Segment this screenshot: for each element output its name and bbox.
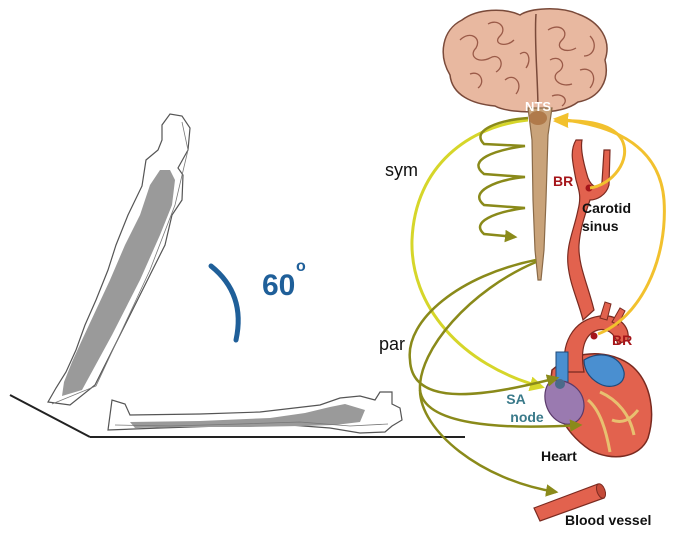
sa-node-label-1: SA [506, 391, 525, 407]
nts-label: NTS [525, 99, 551, 114]
efferent-path-vessel [420, 390, 556, 492]
par-label: par [379, 334, 405, 354]
tilted-person-outline [48, 114, 190, 405]
sympathetic-path [412, 120, 542, 387]
sa-node-marker [555, 379, 565, 389]
supine-person-outline [108, 392, 402, 433]
carotid-br-label: BR [553, 173, 573, 189]
brain-illustration [443, 9, 607, 112]
sa-node-label-2: node [510, 409, 544, 425]
tilt-angle-arc [211, 266, 238, 340]
aortic-br-label: BR [612, 332, 632, 348]
tilt-angle-value: 60 [262, 269, 295, 302]
aortic-baroreceptor [591, 333, 598, 340]
heart-label: Heart [541, 448, 577, 464]
tilt-degree-mark: o [296, 258, 306, 275]
efferent-path-heart-upper [410, 260, 557, 394]
blood-vessel-label: Blood vessel [565, 512, 651, 528]
carotid-sinus-label-2: sinus [582, 218, 619, 234]
sym-label: sym [385, 160, 418, 180]
carotid-sinus-label-1: Carotid [582, 200, 631, 216]
spinal-cord [528, 108, 552, 280]
spinal-descending-loops [478, 118, 528, 237]
